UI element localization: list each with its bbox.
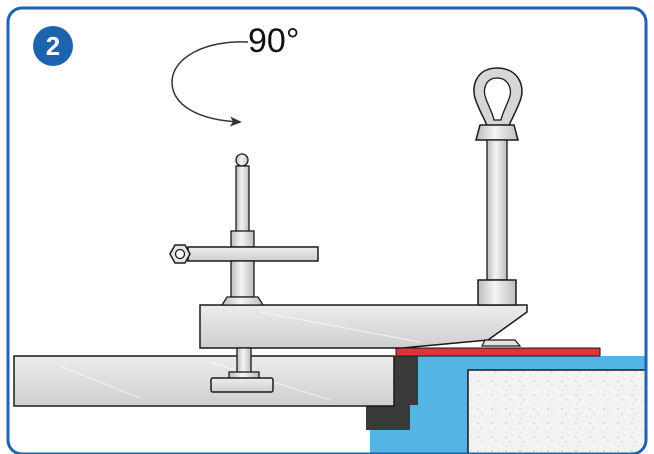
rotation-angle-label: 90° bbox=[248, 22, 299, 60]
seal-strip bbox=[395, 347, 601, 357]
dark-edge-lower bbox=[366, 405, 410, 430]
dark-edge-upper bbox=[392, 356, 418, 405]
step-badge: 2 bbox=[33, 26, 73, 66]
frame-border bbox=[6, 6, 648, 454]
deck-board bbox=[13, 355, 395, 407]
tommy-bar bbox=[187, 246, 319, 262]
step-badge-circle bbox=[33, 26, 73, 66]
eye-bolt bbox=[473, 67, 523, 306]
clamp-pad bbox=[481, 339, 522, 347]
t-foot bbox=[210, 377, 274, 393]
clamp-beam bbox=[199, 304, 528, 349]
rotation-arrow-icon bbox=[171, 41, 249, 127]
tommy-screw bbox=[169, 153, 319, 306]
stone-coping bbox=[467, 369, 646, 454]
step-number: 2 bbox=[46, 31, 60, 61]
